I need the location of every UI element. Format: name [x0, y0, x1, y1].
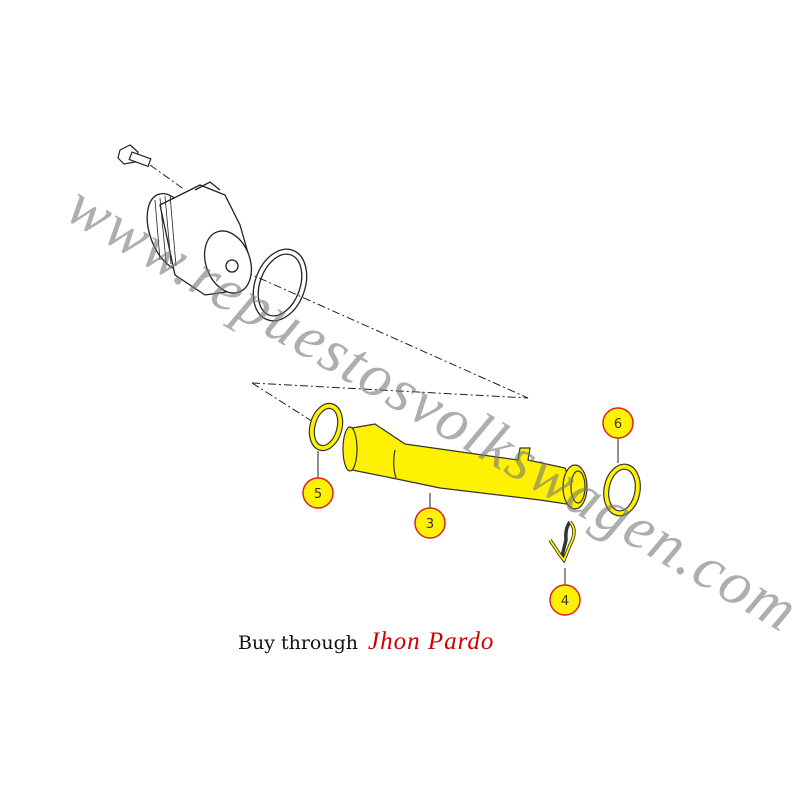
caption-prefix: Buy through [238, 632, 359, 654]
svg-text:5: 5 [314, 487, 322, 502]
bolt [117, 144, 152, 168]
callout-leaders [317, 438, 619, 585]
water-pump [146, 181, 253, 296]
callout-4[interactable]: 4 [549, 584, 581, 616]
assembly-lines [149, 164, 529, 426]
o-ring-6 [603, 463, 641, 517]
callout-3[interactable]: 3 [414, 507, 446, 539]
coolant-pipe [342, 423, 588, 510]
o-ring-5 [308, 402, 344, 452]
caption: Buy through Jhon Pardo [238, 628, 494, 656]
seller-name: Jhon Pardo [368, 628, 495, 655]
svg-text:4: 4 [561, 594, 569, 609]
callout-6[interactable]: 6 [602, 407, 634, 439]
svg-text:3: 3 [426, 517, 434, 532]
gasket [252, 248, 308, 322]
svg-text:6: 6 [614, 417, 622, 432]
callout-5[interactable]: 5 [302, 477, 334, 509]
retaining-clip [548, 520, 576, 564]
